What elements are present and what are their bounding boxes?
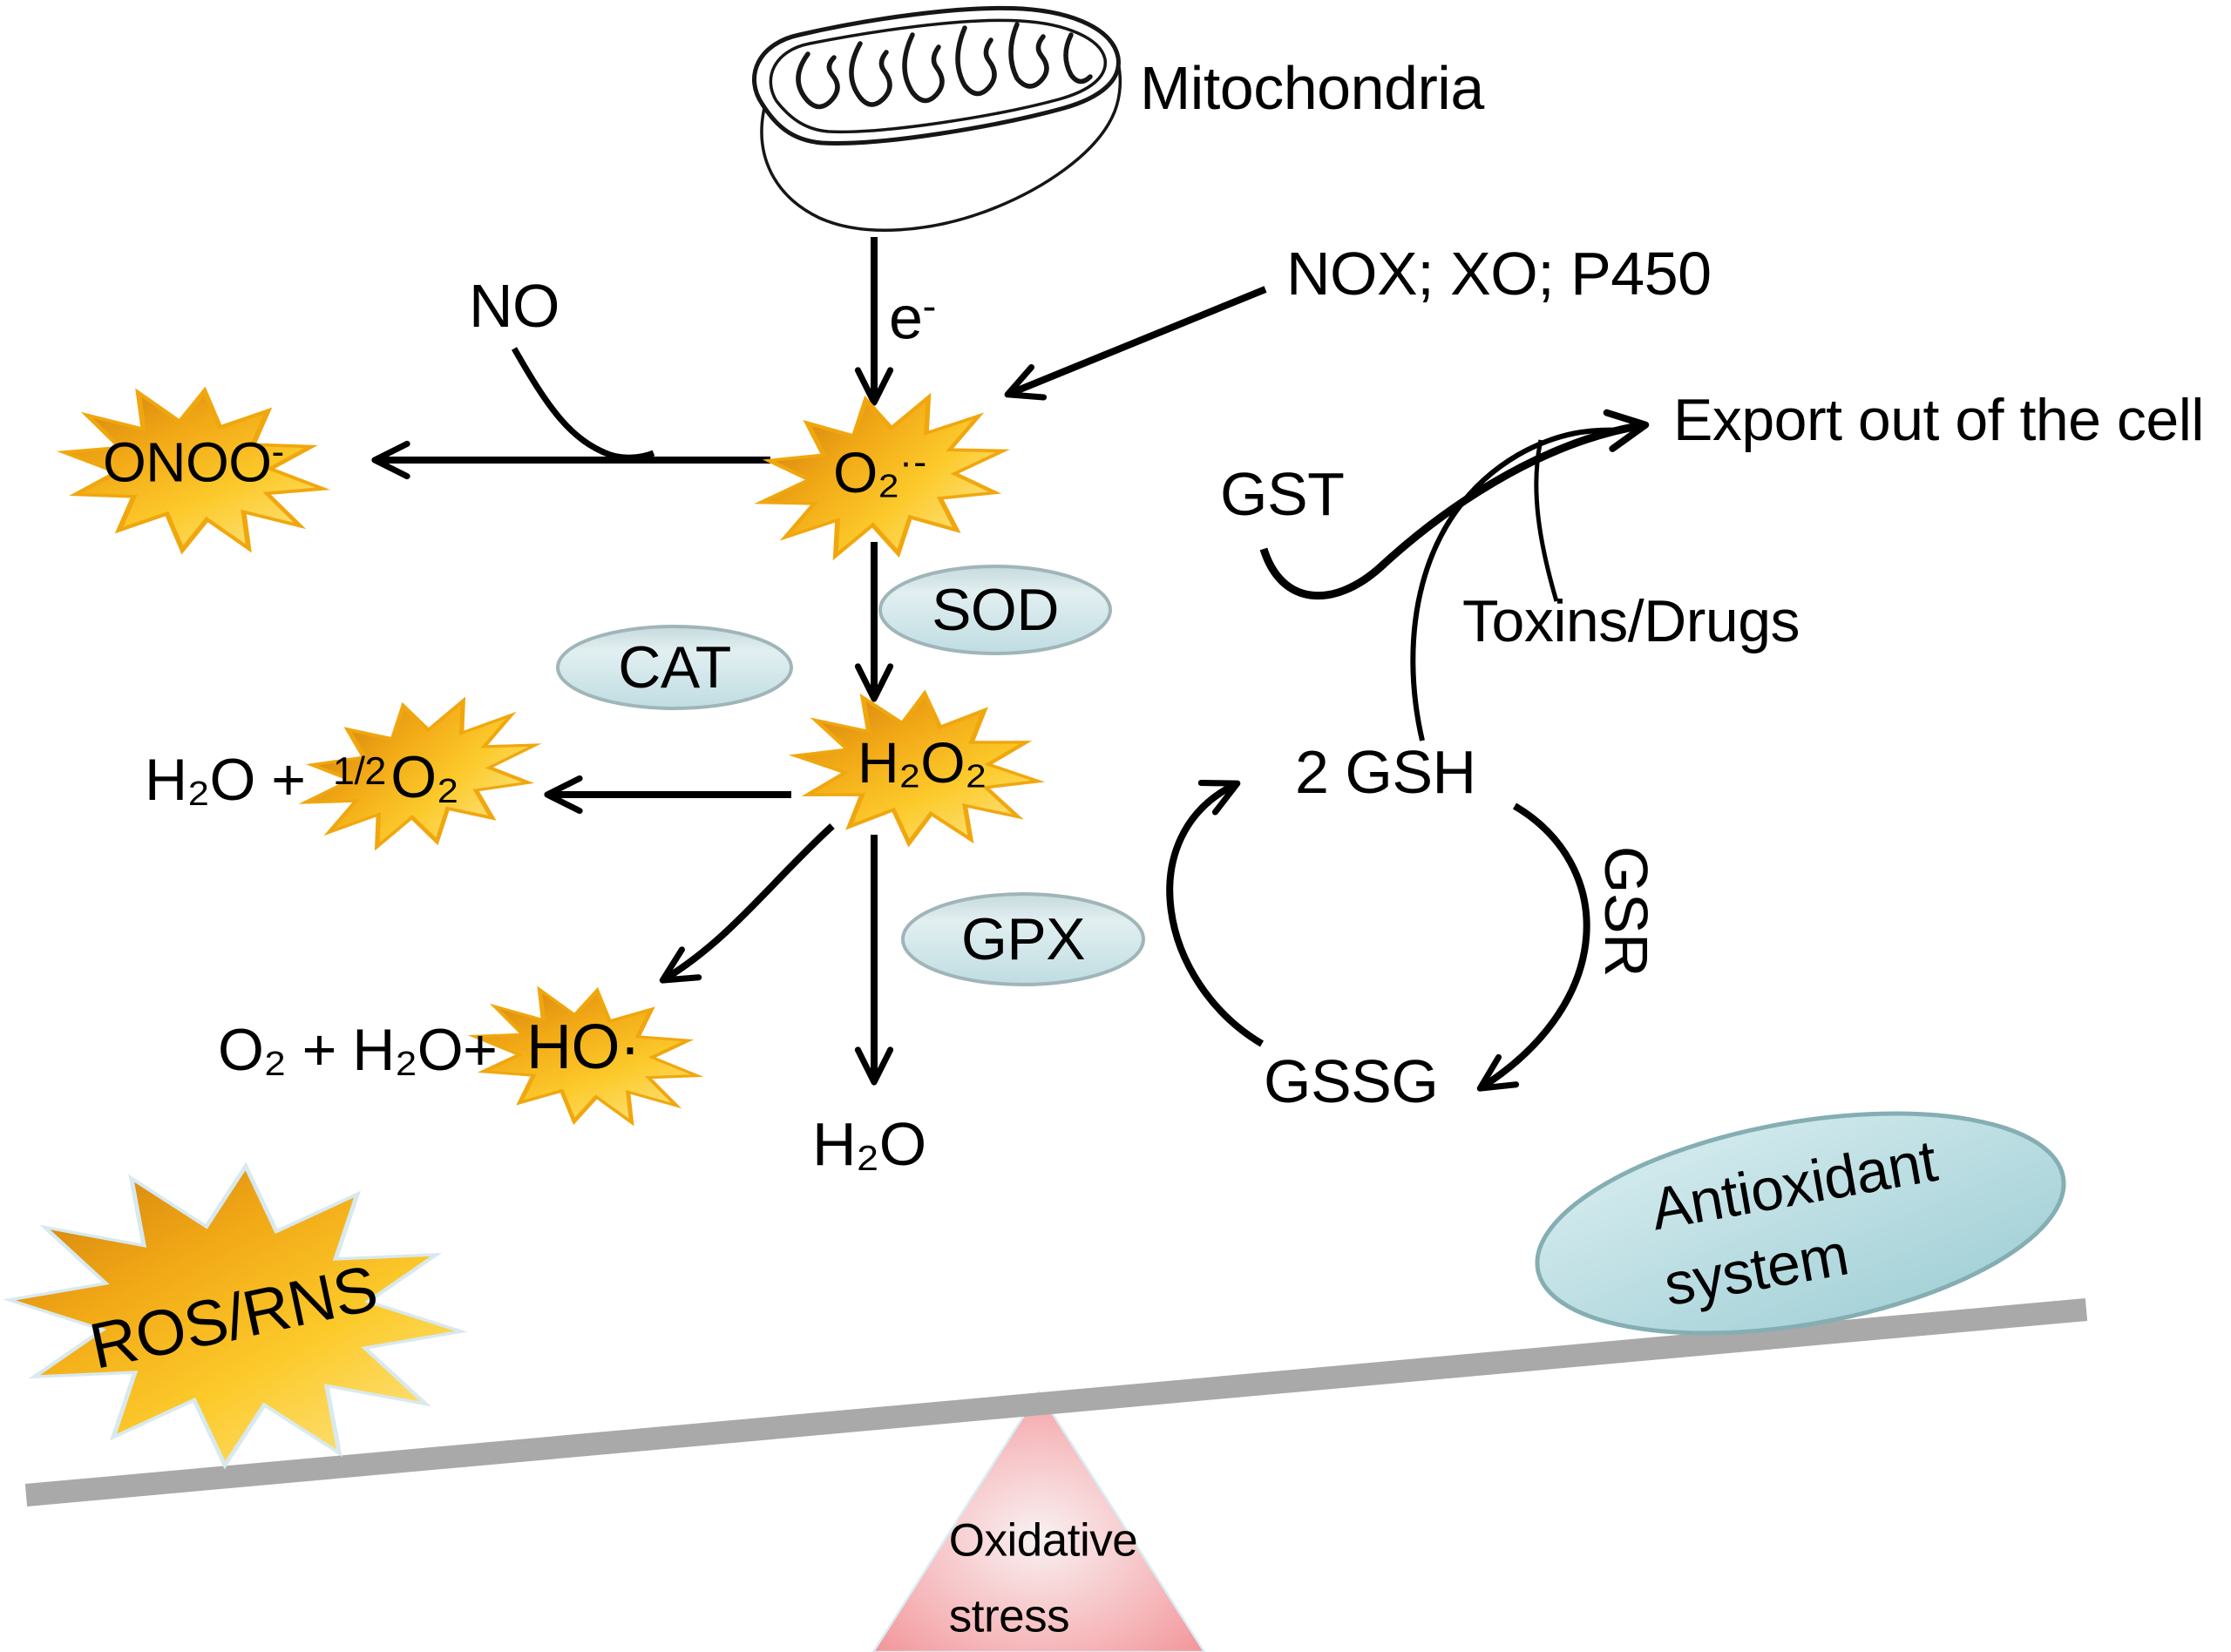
sod-ellipse (878, 565, 1112, 655)
peroxynitrite-base: ONOO (103, 430, 272, 494)
peroxynitrite-sup: - (271, 431, 286, 473)
superoxide-base: O₂ (833, 440, 899, 505)
arrow-h2o2-to-hydroxyl (659, 823, 835, 984)
electron-base: e (889, 283, 923, 352)
cat-o2-base: O₂ (390, 744, 459, 810)
arrow-gsh-to-gssg (1476, 802, 1590, 1092)
gst-label: GST (1220, 460, 1345, 528)
pathway-arrows (371, 237, 1650, 1092)
oxidative-line2: stress (948, 1591, 1070, 1642)
cat-label: CAT (618, 634, 731, 701)
export-label: Export out of the cell (1673, 387, 2204, 453)
electron-label: e- (889, 283, 938, 352)
hydroxyl-row-prefix: O₂ + H₂O+ (218, 1017, 498, 1083)
no-curve (511, 347, 655, 461)
superoxide-sup: ·- (899, 439, 928, 484)
gsr-label: GSR (1592, 845, 1660, 978)
toxins-drugs-label: Toxins/Drugs (1462, 588, 1800, 654)
curve-gsh-to-export (1410, 427, 1624, 741)
superoxide-label: O₂·- (833, 440, 928, 505)
oxidative-line1: Oxidative (948, 1514, 1138, 1567)
electron-sup: - (922, 283, 938, 329)
hydroxyl-label: HO· (526, 1012, 641, 1082)
cat-products-o2: 1/2O₂ (333, 748, 459, 807)
peroxynitrite-label: ONOO- (103, 430, 286, 494)
gpx-product-label: H₂O (812, 1110, 926, 1178)
arrow-nox-to-superoxide (1004, 286, 1267, 401)
sod-label: SOD (932, 577, 1059, 643)
mitochondria-label: Mitochondria (1140, 54, 1484, 122)
gssg-label: GSSG (1264, 1047, 1439, 1115)
cat-products-prefix: H₂O + (145, 747, 306, 813)
half-fraction: 1/2 (333, 748, 386, 793)
cristae (796, 22, 1093, 110)
balance-beam (24, 1298, 2088, 1506)
arrow-gst-to-export (1259, 409, 1650, 600)
mitochondria-illustration (752, 5, 1122, 232)
curve-toxins-to-export (1534, 439, 1559, 602)
oxidative-stress-label: Oxidative stress (948, 1503, 1138, 1652)
oxidative-stress-triangle (871, 1390, 1206, 1652)
arrow-gssg-to-gsh (1166, 780, 1265, 1047)
cat-ellipse (556, 625, 793, 710)
antioxidant-ellipse (1535, 1111, 2066, 1336)
gsh-label: 2 GSH (1295, 738, 1476, 806)
nox-xo-p450-label: NOX; XO; P450 (1286, 240, 1712, 308)
no-label: NO (469, 272, 560, 340)
gpx-label: GPX (960, 906, 1086, 972)
h2o2-label: H₂O₂ (858, 730, 987, 795)
gpx-ellipse (901, 892, 1145, 986)
